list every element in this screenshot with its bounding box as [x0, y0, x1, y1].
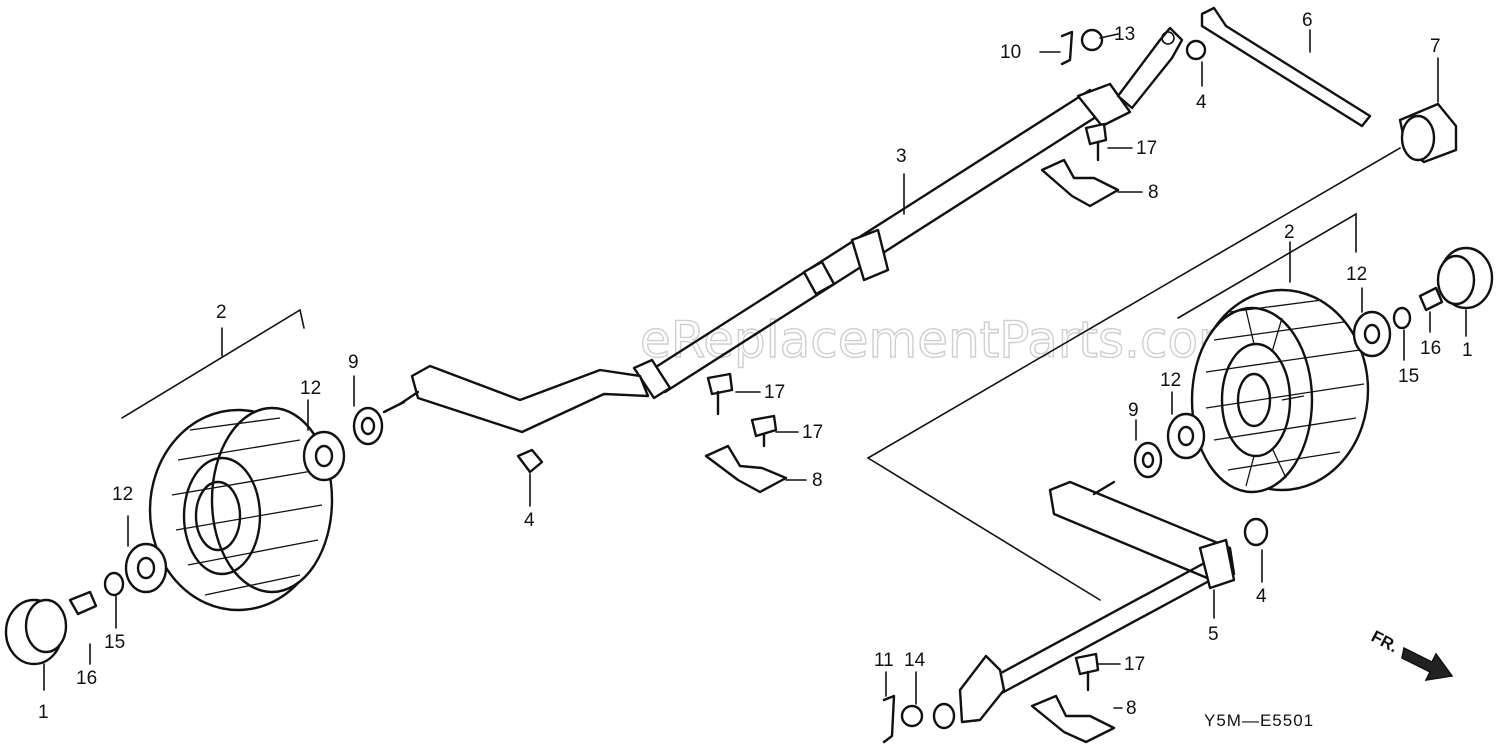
diagram-code: Y5M—E5501 — [1204, 711, 1314, 730]
right-wheel — [1190, 288, 1370, 494]
callout-7: 7 — [1430, 36, 1441, 57]
callout-1-right: 1 — [1462, 340, 1473, 361]
arrow-icon — [1401, 646, 1454, 681]
callout-13: 13 — [1114, 24, 1135, 45]
callout-5: 5 — [1208, 624, 1219, 645]
callout-17-d: 17 — [1124, 654, 1145, 675]
front-label: FR. — [1368, 627, 1401, 657]
callout-12-c: 12 — [1346, 264, 1367, 285]
left-hub-parts — [4, 406, 384, 666]
left-crank-arm — [382, 364, 650, 434]
callout-16-right: 16 — [1420, 338, 1441, 359]
callout-4-a: 4 — [524, 510, 535, 531]
callout-12-a: 12 — [112, 484, 133, 505]
callout-11: 11 — [874, 650, 894, 671]
callout-labels: 1 16 15 12 2 12 9 4 17 17 8 3 10 13 4 6 … — [38, 10, 1473, 723]
callout-3: 3 — [896, 146, 907, 167]
callout-17-b: 17 — [802, 422, 823, 443]
callout-16-left: 16 — [76, 668, 97, 689]
callout-4-b: 4 — [1196, 92, 1207, 113]
callout-8-a: 8 — [812, 470, 823, 491]
right-assembly-lines — [121, 147, 1401, 601]
callout-2-right: 2 — [1284, 222, 1295, 243]
callout-1-left: 1 — [38, 702, 49, 723]
callout-10: 10 — [1000, 42, 1021, 63]
callout-8-c: 8 — [1126, 698, 1137, 719]
callout-14: 14 — [904, 650, 926, 671]
callout-15-right: 15 — [1398, 366, 1419, 387]
rod-and-cap — [1200, 6, 1458, 164]
callout-15-left: 15 — [104, 632, 125, 653]
right-hub-parts — [1133, 246, 1494, 479]
callout-2-left: 2 — [216, 302, 227, 323]
callout-17-c: 17 — [1136, 138, 1157, 159]
callout-4-c: 4 — [1256, 586, 1267, 607]
callout-9-right: 9 — [1128, 400, 1139, 421]
hardware — [516, 28, 1269, 744]
callout-12-d: 12 — [1160, 370, 1181, 391]
rear-axle-pipe — [632, 26, 1184, 400]
callout-12-b: 12 — [300, 378, 321, 399]
watermark: eReplacementParts.com — [640, 311, 1247, 369]
left-wheel — [148, 406, 334, 612]
front-axle — [932, 480, 1236, 730]
callout-8-b: 8 — [1148, 182, 1159, 203]
callout-6: 6 — [1302, 10, 1313, 31]
callout-17-a: 17 — [764, 382, 785, 403]
callout-9-left: 9 — [348, 352, 359, 373]
front-indicator: FR. — [1368, 627, 1454, 681]
leader-lines — [43, 29, 1467, 709]
